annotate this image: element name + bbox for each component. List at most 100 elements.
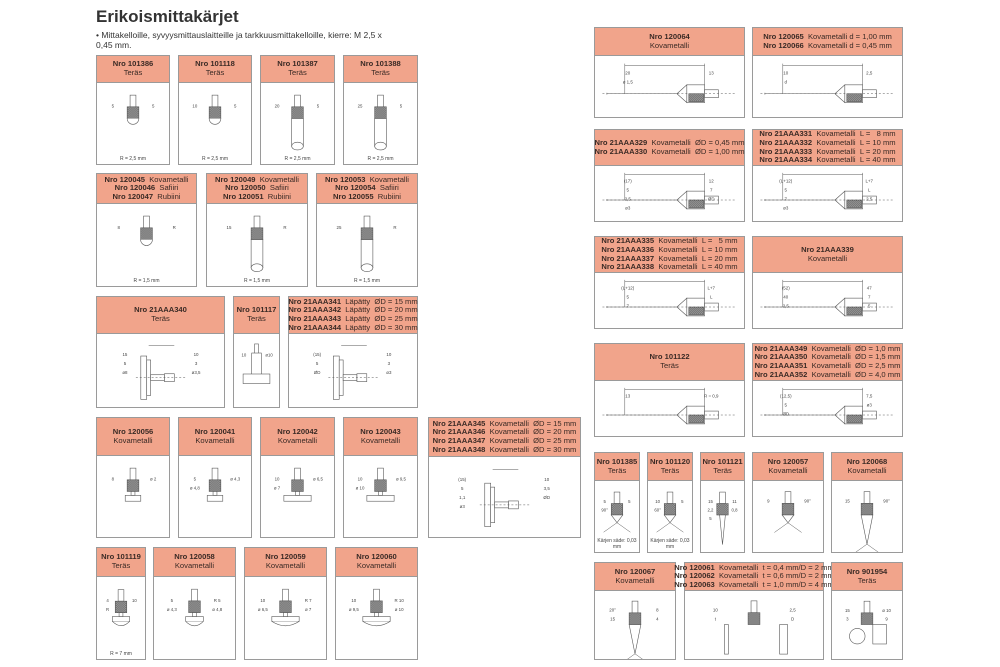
- stem: [251, 352, 262, 378]
- product-number: Nro 101121: [702, 456, 743, 466]
- flat-tip: [283, 495, 312, 502]
- thread: [373, 588, 380, 602]
- thread: [613, 491, 621, 504]
- dimension-label: 10: [655, 499, 660, 504]
- material: Teräs: [660, 465, 680, 475]
- angle-line: [603, 522, 618, 533]
- product-number: Nro 21AAA330: [594, 146, 648, 156]
- neck: [130, 491, 136, 496]
- header-line: Kovametalli: [277, 435, 318, 446]
- knurl: [374, 479, 387, 492]
- knurl: [291, 106, 304, 119]
- knurl: [846, 93, 862, 102]
- material: Läpätty ØD = 30 mm: [341, 322, 418, 332]
- header-line: Nro 120064: [649, 32, 690, 42]
- knurl: [860, 503, 874, 516]
- material: Kovametalli: [174, 561, 215, 570]
- header-line: Teräs: [607, 465, 627, 476]
- flat-tip: [124, 495, 142, 502]
- dimension-label: 10: [713, 608, 718, 613]
- header-line: Nro 21AAA329 Kovametalli ØD = 0,45 mm: [594, 137, 744, 148]
- product-number: Nro 101385: [596, 456, 638, 466]
- header-line: Teräs: [660, 465, 680, 476]
- dimension-label: 4: [656, 617, 659, 622]
- thread: [294, 467, 301, 481]
- header-line: Teräs: [112, 561, 131, 571]
- product-number: Nro 120046: [114, 183, 156, 193]
- dimension-label: 5: [628, 499, 631, 504]
- dimension-label: (15): [458, 477, 466, 482]
- ball-tip: [291, 141, 304, 151]
- thread: [253, 215, 261, 229]
- material: Teräs: [857, 575, 877, 585]
- dimension-label: L: [710, 295, 713, 300]
- material: Kovametalli: [277, 435, 318, 445]
- card-note: R = 2,5 mm: [284, 156, 311, 162]
- dimension-label: t: [715, 616, 717, 621]
- dimension-label: 2,5: [783, 303, 790, 308]
- product-number: Nro 21AAA329: [594, 137, 648, 147]
- product-number: Nro 21AAA351: [754, 361, 808, 370]
- dimension-label: 5: [785, 403, 788, 408]
- product-number: Nro 21AAA350: [754, 352, 808, 362]
- header-line: Teräs: [288, 68, 307, 78]
- material: Kovametalli L = 5 mm: [654, 236, 738, 246]
- header-line: Nro 21AAA332 Kovametalli L = 10 mm: [759, 138, 895, 148]
- material: Teräs: [607, 465, 627, 475]
- dimension-label: ØD: [708, 196, 715, 201]
- material: Kovametalli: [807, 253, 848, 263]
- product-number: Nro 101122: [649, 352, 690, 362]
- knurl: [374, 106, 387, 119]
- dimension-label: ø 2: [150, 477, 157, 482]
- header-line: Nro 101386: [113, 60, 154, 69]
- ball-tip: [126, 118, 140, 125]
- material: Kovametalli L = 20 mm: [812, 146, 896, 156]
- header-line: Teräs: [124, 68, 143, 78]
- header-line: Kovametalli: [615, 576, 654, 586]
- header-line: Nro 120054 Safiiri: [335, 183, 399, 193]
- dimension-label: 11: [732, 499, 737, 504]
- material: Kovametalli t = 0,6 mm/D = 2 mm: [714, 571, 834, 581]
- dimension-label: (L+12): [779, 179, 792, 184]
- dimension-label: 4: [106, 598, 109, 603]
- dimension-label: R 5: [214, 598, 221, 603]
- material: Kovametalli d = 0,45 mm: [803, 40, 892, 50]
- radius-tip: [112, 621, 130, 626]
- dimension-label: 5: [194, 477, 197, 482]
- dimension-label: ø3: [386, 370, 392, 375]
- material: Safiiri: [375, 183, 399, 193]
- header-line: Nro 101119: [101, 553, 141, 562]
- material: Teräs: [151, 314, 170, 323]
- header-line: Nro 120056: [113, 427, 154, 437]
- material: Läpätty ØD = 25 mm: [341, 314, 418, 323]
- dimension-label: 5: [627, 295, 630, 300]
- thread: [294, 94, 301, 108]
- product-number: Nro 21AAA343: [288, 314, 342, 323]
- material: Kovametalli L = 40 mm: [812, 155, 896, 165]
- neck: [118, 612, 124, 617]
- product-number: Nro 101386: [112, 59, 154, 69]
- dimension-label: L+7: [865, 179, 873, 184]
- dimension-label: R 10: [395, 598, 405, 603]
- knurl: [291, 479, 304, 492]
- flat-tip: [271, 616, 300, 622]
